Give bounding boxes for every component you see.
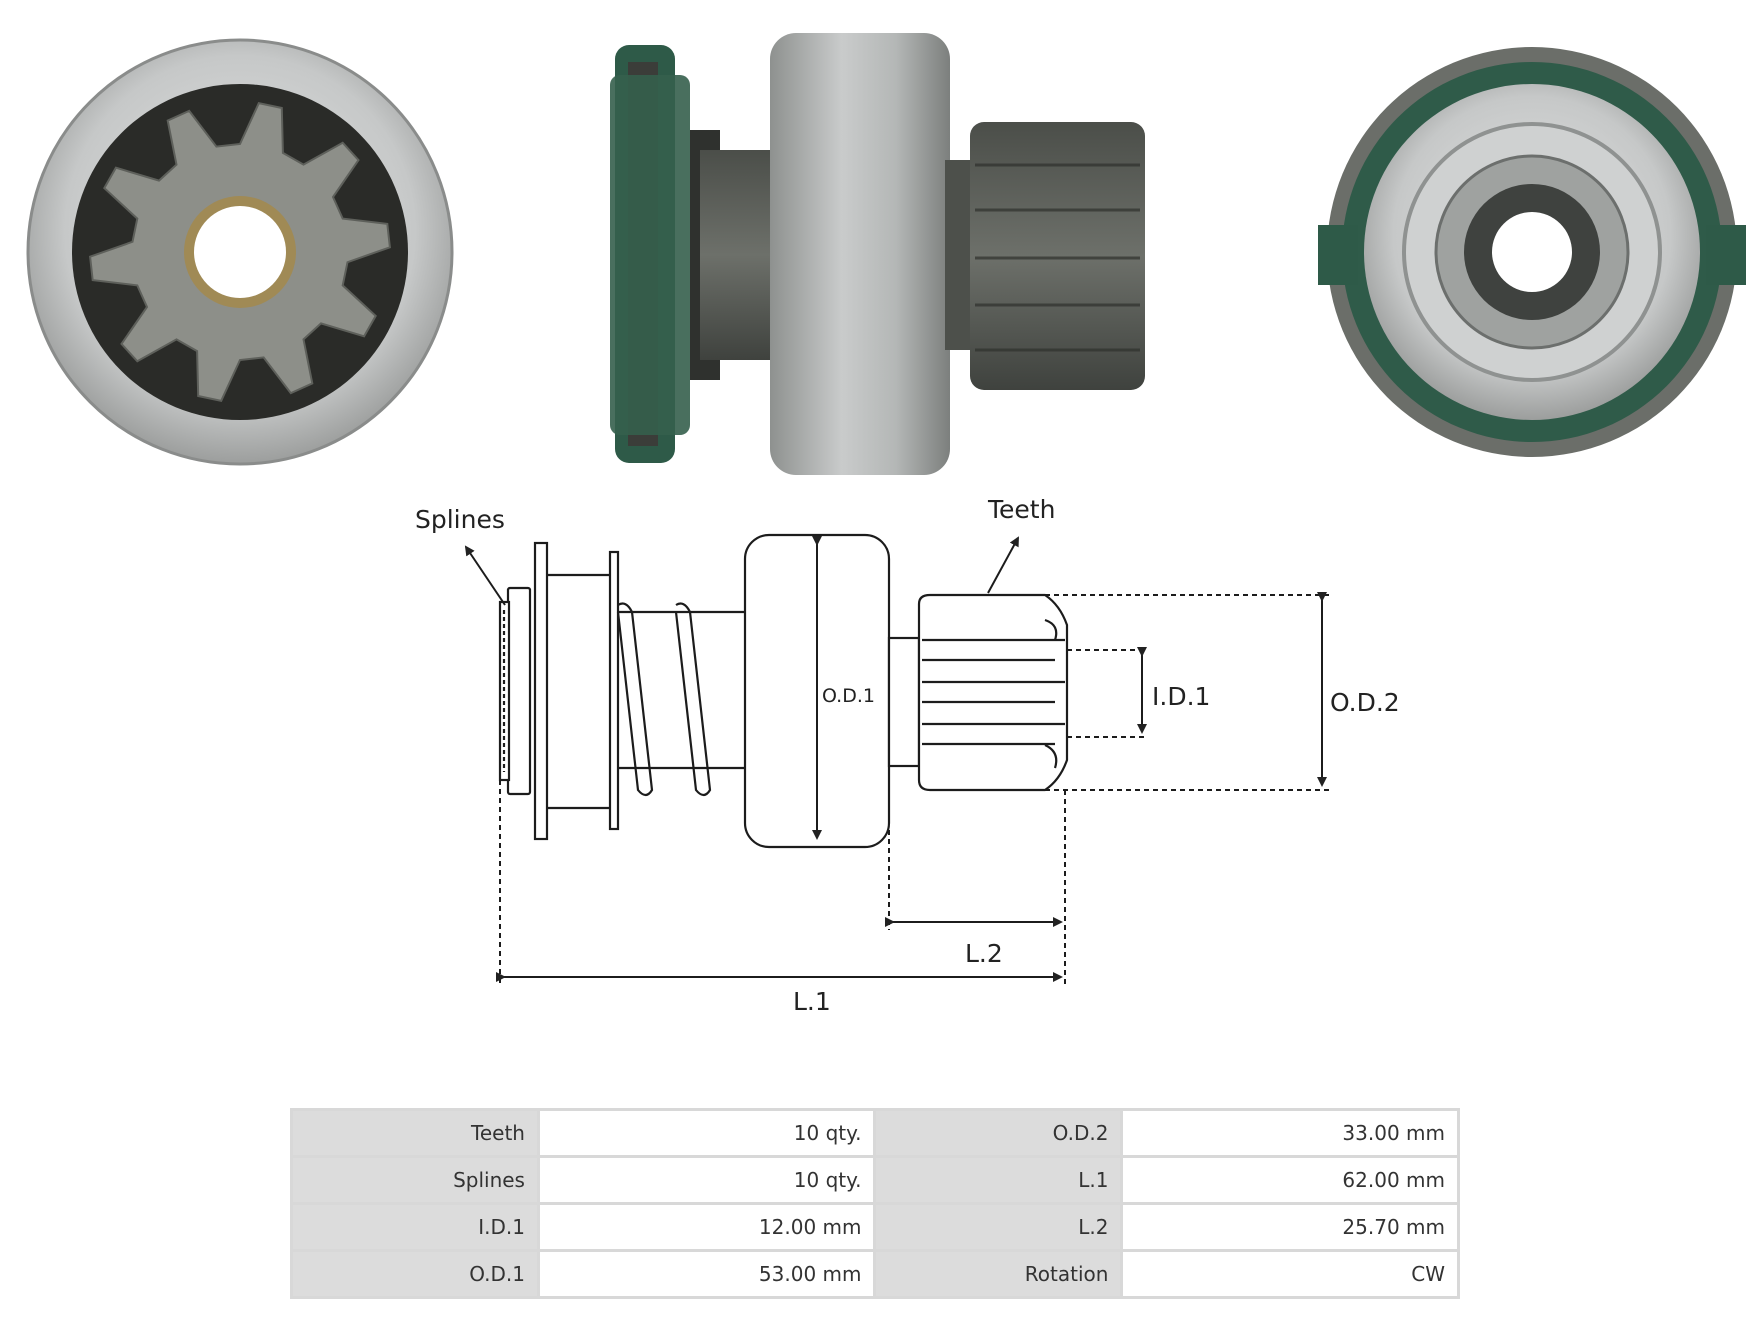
gear-teeth-lines xyxy=(922,618,1065,769)
spec-key-cell: O.D.2 xyxy=(876,1111,1121,1155)
spec-value-cell: CW xyxy=(1123,1252,1457,1296)
rear-view-photo xyxy=(1318,47,1746,457)
spec-value-cell: 62.00 mm xyxy=(1123,1158,1457,1202)
spec-key-cell: Rotation xyxy=(876,1252,1121,1296)
spec-key-cell: Splines xyxy=(293,1158,537,1202)
dimension-lines xyxy=(464,536,1330,985)
spec-value-cell: 53.00 mm xyxy=(539,1252,874,1296)
spec-key-cell: L.1 xyxy=(876,1158,1121,1202)
splines-label: Splines xyxy=(415,505,505,534)
l2-label: L.2 xyxy=(965,939,1003,968)
l1-label: L.1 xyxy=(793,987,831,1016)
spec-value-cell: 10 qty. xyxy=(539,1158,874,1202)
technical-drawing xyxy=(498,533,1069,849)
spec-value-cell: 25.70 mm xyxy=(1123,1205,1457,1249)
spec-key-cell: O.D.1 xyxy=(293,1252,537,1296)
front-view-photo xyxy=(26,38,454,466)
id1-label: I.D.1 xyxy=(1152,682,1210,711)
od1-label: O.D.1 xyxy=(822,685,875,707)
spec-key-cell: I.D.1 xyxy=(293,1205,537,1249)
spec-key-cell: L.2 xyxy=(876,1205,1121,1249)
spec-key-cell: Teeth xyxy=(293,1111,537,1155)
od2-label: O.D.2 xyxy=(1330,688,1400,717)
spec-value-cell: 10 qty. xyxy=(539,1111,874,1155)
teeth-label: Teeth xyxy=(987,495,1055,524)
spec-value-cell: 12.00 mm xyxy=(539,1205,874,1249)
side-view-photo xyxy=(610,33,1145,475)
spring-coils xyxy=(616,602,712,797)
spec-value-cell: 33.00 mm xyxy=(1123,1111,1457,1155)
